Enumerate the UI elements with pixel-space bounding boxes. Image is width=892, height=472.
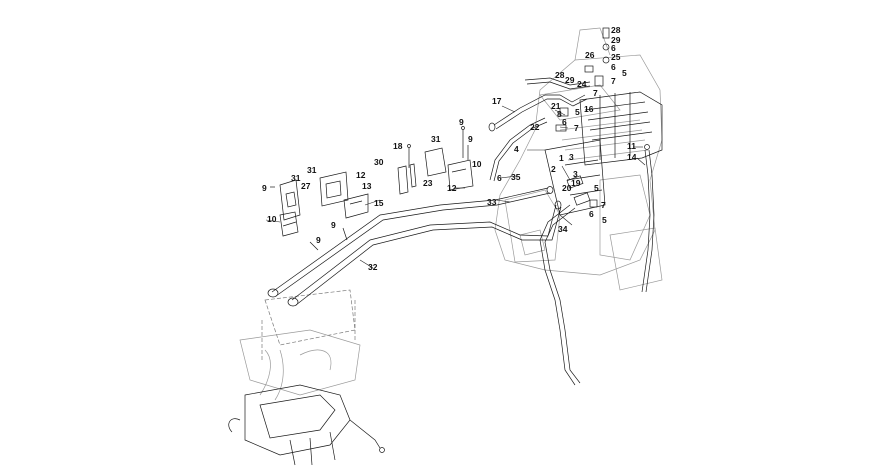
callout: 29: [565, 75, 575, 85]
callout-labels: 28 29 6 25 26 6 5 28 29 24 7 7 17 21 16 …: [262, 25, 637, 272]
pipe-32: [267, 186, 554, 298]
callout: 11: [627, 141, 636, 151]
callout: 6: [497, 173, 502, 183]
callout: 7: [593, 88, 598, 98]
callout: 22: [530, 122, 540, 132]
callout: 32: [368, 262, 378, 272]
pipe-34: [539, 204, 581, 386]
machine-outline-right: [494, 27, 663, 291]
callout: 2: [551, 164, 556, 174]
clamp-bracket-left: [279, 179, 301, 237]
callout: 6: [562, 117, 567, 127]
callout: 21: [551, 101, 561, 111]
callout: 5: [575, 107, 580, 117]
callout: 25: [611, 52, 621, 62]
callout: 10: [267, 214, 277, 224]
callout: 28: [611, 25, 621, 35]
callout: 28: [555, 70, 565, 80]
callout: 7: [574, 123, 579, 133]
callout: 4: [514, 144, 519, 154]
callout: 29: [611, 35, 621, 45]
callout: 26: [585, 50, 595, 60]
callout: 5: [622, 68, 627, 78]
callout: 31: [431, 134, 441, 144]
callout: 9: [331, 220, 336, 230]
callout: 15: [374, 198, 384, 208]
callout: 3: [573, 169, 578, 179]
fittings: [555, 27, 610, 208]
callout: 20: [562, 183, 572, 193]
pipe-14: [641, 144, 655, 293]
callout: 10: [472, 159, 482, 169]
callout: 12: [447, 183, 457, 193]
callout: 14: [627, 152, 637, 162]
pipe-33: [287, 200, 562, 307]
callout: 19: [571, 178, 581, 188]
callout: 6: [611, 62, 616, 72]
callout: 8: [557, 109, 562, 119]
callout: 17: [492, 96, 502, 106]
clamp-bracket-right: [397, 147, 474, 195]
callout: 35: [511, 172, 521, 182]
callout: 30: [374, 157, 384, 167]
callout: 34: [558, 224, 568, 234]
pipe-4: [489, 117, 548, 182]
bolts: [270, 126, 469, 251]
callout: 6: [611, 43, 616, 53]
callout: 9: [316, 235, 321, 245]
callout: 31: [291, 173, 301, 183]
callout: 18: [393, 141, 403, 151]
callout: 6: [589, 209, 594, 219]
callout: 5: [594, 183, 599, 193]
callout: 5: [602, 215, 607, 225]
callout: 7: [601, 200, 606, 210]
lower-frame-outline: [228, 289, 385, 466]
callout: 13: [362, 181, 372, 191]
callout: 31: [307, 165, 317, 175]
callout: 1: [559, 153, 564, 163]
callout: 9: [468, 134, 473, 144]
callout: 9: [459, 117, 464, 127]
callout: 24: [577, 79, 587, 89]
control-valve-stack: [544, 91, 663, 216]
callout: 33: [487, 197, 497, 207]
callout: 16: [584, 104, 594, 114]
callout: 12: [356, 170, 366, 180]
callout: 3: [569, 152, 574, 162]
callout: 7: [611, 76, 616, 86]
clamp-bracket-center: [319, 171, 369, 219]
callout: 23: [423, 178, 433, 188]
pipe-17: [488, 77, 591, 132]
callout: 9: [262, 183, 267, 193]
callout: 27: [301, 181, 311, 191]
leader-lines: [265, 105, 646, 269]
